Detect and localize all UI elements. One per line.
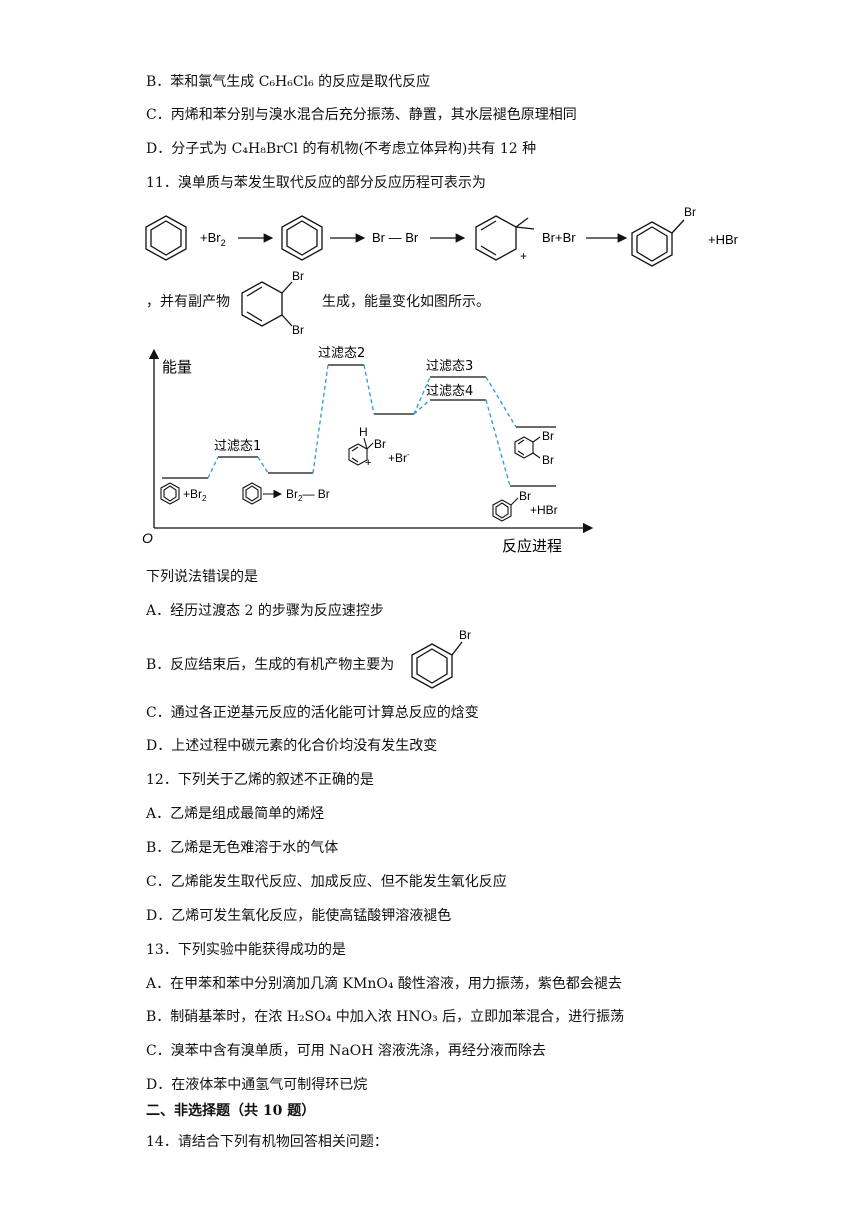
bromobenzene-icon	[631, 219, 685, 267]
benzene-ring-icon	[281, 215, 323, 261]
bromobenzene-icon	[492, 497, 519, 522]
q11-stem: 11．溴单质与苯发生取代反应的部分反应历程可表示为	[146, 175, 486, 191]
arenium-ion-icon	[348, 437, 374, 466]
q12-stem: 12．下列关于乙烯的叙述不正确的是	[146, 772, 374, 788]
scheme-plus-charge: +	[520, 249, 527, 263]
q11-option-d: D．上述过程中碳元素的化合价均没有发生改变	[146, 738, 438, 754]
q11-byproduct-prefix: ，并有副产物	[146, 294, 230, 310]
ts1-label: 过滤态1	[214, 439, 261, 454]
q11-prompt: 下列说法错误的是	[146, 569, 258, 585]
q14-stem: 14．请结合下列有机物回答相关问题：	[146, 1134, 388, 1150]
species1-label: Br2— Br	[286, 487, 330, 503]
species2-h: H	[359, 425, 368, 439]
species2-br: Br	[374, 437, 386, 451]
svg-text:Br: Br	[542, 429, 554, 443]
q11-option-a: A．经历过渡态 2 的步骤为反应速控步	[146, 603, 384, 619]
q12-option-a: A．乙烯是组成最简单的烯烃	[146, 806, 325, 822]
q13-option-d: D．在液体苯中通氢气可制得环已烷	[146, 1077, 368, 1093]
origin-label: O	[142, 530, 153, 546]
dibromo-cyclohexadiene-icon: Br Br	[241, 269, 304, 337]
x-axis-label: 反应进程	[502, 537, 562, 555]
section-heading: 二、非选择题（共 10 题）	[146, 1103, 316, 1119]
species0-label: +Br2	[183, 487, 207, 503]
q12-option-d: D．乙烯可发生氧化反应，能使高锰酸钾溶液褪色	[146, 908, 452, 924]
scheme-plus-br2: +Br2	[200, 230, 226, 248]
energy-levels	[162, 364, 556, 487]
q10-option-b: B．苯和氯气生成 C₆H₆Cl₆ 的反应是取代反应	[146, 74, 431, 90]
benzene-ring-icon	[145, 215, 187, 261]
q13-option-b: B．制硝基苯时，在浓 H₂SO₄ 中加入浓 HNO₃ 后，立即加苯混合，进行振荡	[146, 1009, 625, 1025]
ts2-label: 过滤态2	[318, 346, 365, 361]
scheme-br-label: Br	[684, 205, 696, 219]
species-plus-hbr: +HBr	[530, 503, 558, 517]
svg-text:Br: Br	[542, 453, 554, 467]
q10-option-d: D．分子式为 C₄H₈BrCl 的有机物(不考虑立体异构)共有 12 种	[146, 141, 537, 157]
cyclohexadienyl-cation-icon	[475, 215, 535, 261]
ts3-label: 过滤态3	[426, 359, 473, 374]
q10-option-c: C．丙烯和苯分别与溴水混合后充分振荡、静置，其水层褪色原理相同	[146, 107, 577, 123]
q12-option-c: C．乙烯能发生取代反应、加成反应、但不能发生氧化反应	[146, 874, 507, 890]
q11-option-b: B．反应结束后，生成的有机产物主要为	[146, 657, 395, 673]
ts4-label: 过滤态4	[426, 384, 473, 399]
q12-option-b: B．乙烯是无色难溶于水的气体	[146, 840, 339, 856]
scheme-plus-hbr: +HBr	[708, 232, 739, 247]
scheme-br-plus-br: Br+Br	[542, 230, 576, 245]
species2-plus: +	[365, 457, 371, 469]
scheme-br-br: Br — Br	[372, 230, 419, 245]
svg-text:Br: Br	[459, 628, 471, 642]
species2-br-minus: +Br-	[388, 450, 410, 465]
q13-option-c: C．溴苯中含有溴单质，可用 NaOH 溶液洗涤，再经分液而除去	[146, 1043, 546, 1059]
bromobenzene-icon: Br	[411, 628, 471, 689]
transition-paths	[207, 364, 517, 487]
benzene-ring-icon	[160, 482, 180, 505]
q13-option-a: A．在甲苯和苯中分别滴加几滴 KMnO₄ 酸性溶液，用力振荡，紫色都会褪去	[146, 976, 622, 992]
svg-text:Br: Br	[292, 269, 304, 283]
y-axis-label: 能量	[162, 358, 192, 376]
q11-byproduct-suffix: 生成，能量变化如图所示。	[322, 294, 490, 310]
energy-profile-diagram: 能量 反应进程 O 过滤态1 过滤态2 过滤态3 过滤态4 +Br2	[142, 346, 594, 555]
dibromo-adduct-icon	[514, 436, 541, 459]
svg-text:Br: Br	[519, 489, 531, 503]
q13-stem: 13．下列实验中能获得成功的是	[146, 942, 346, 958]
q11-reaction-scheme: +Br2 Br — Br + Br+Br Br +HBr	[145, 205, 739, 267]
benzene-ring-icon	[242, 482, 262, 505]
svg-text:Br: Br	[292, 323, 304, 337]
q11-option-c: C．通过各正逆基元反应的活化能可计算总反应的焓变	[146, 705, 479, 721]
